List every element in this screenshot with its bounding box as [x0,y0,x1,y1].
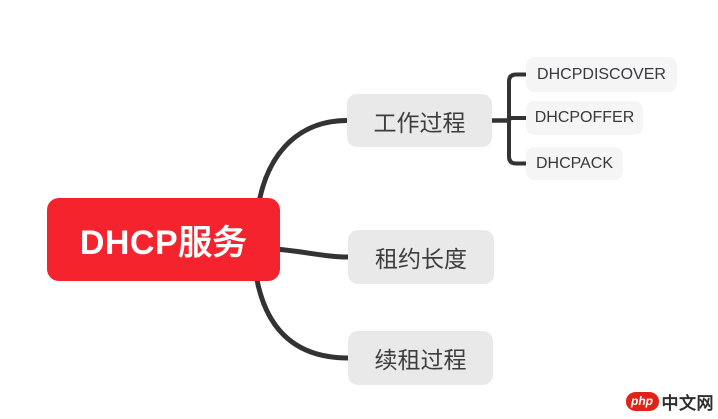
node-dhcpdiscover[interactable]: DHCPDISCOVER [526,57,677,92]
node-working-process[interactable]: 工作过程 [347,94,492,147]
node-dhcpack[interactable]: DHCPACK [526,147,623,180]
php-cn-watermark: php 中文网 [625,389,715,414]
node-dhcp-service[interactable]: DHCP服务 [47,198,280,281]
watermark-label: 中文网 [661,394,714,413]
node-renewal-process[interactable]: 续租过程 [348,331,493,385]
node-lease-length[interactable]: 租约长度 [348,230,494,284]
php-logo-badge: php [625,392,659,411]
link-root-to-renewal-process [251,255,351,361]
node-dhcpoffer[interactable]: DHCPOFFER [526,101,643,135]
